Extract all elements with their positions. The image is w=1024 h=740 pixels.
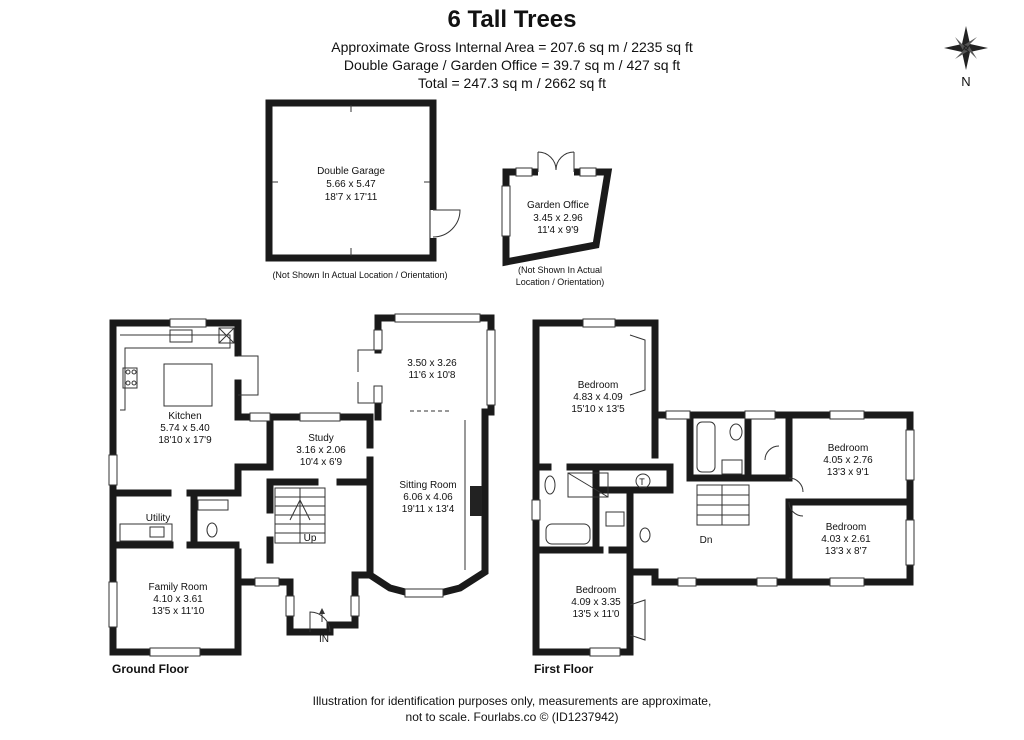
bedroom1-metric: 4.83 x 4.09 <box>573 392 623 403</box>
stairs-down-label: Dn <box>700 535 713 546</box>
garage-walls <box>265 99 461 262</box>
disclaimer-line1: Illustration for identification purposes… <box>312 694 712 708</box>
porch-window-left <box>285 595 295 617</box>
compass-rose-icon <box>944 26 988 70</box>
garage-note: (Not Shown In Actual Location / Orientat… <box>272 270 447 280</box>
office-metric: 3.45 x 2.96 <box>533 213 583 224</box>
garage-imperial: 18'7 x 17'11 <box>325 192 378 203</box>
sitting-room-metric: 6.06 x 4.06 <box>403 492 453 503</box>
garden-room-imperial: 11'6 x 10'8 <box>408 370 455 381</box>
bedroom3-imperial: 13'3 x 8'7 <box>825 546 868 557</box>
front-door-swing <box>309 611 331 633</box>
porch-window-right <box>350 595 360 617</box>
garage-metric: 5.66 x 5.47 <box>326 179 376 190</box>
stairs-up-label: Up <box>304 533 317 544</box>
office-name: Garden Office <box>527 200 590 211</box>
kitchen-name: Kitchen <box>168 411 201 422</box>
disclaimer: Illustration for identification purposes… <box>0 693 1024 725</box>
office-imperial: 11'4 x 9'9 <box>537 225 579 236</box>
family-room-imperial: 13'5 x 11'10 <box>152 606 205 617</box>
family-room-window <box>108 581 118 628</box>
bedroom1-name: Bedroom <box>578 380 619 391</box>
bedroom2-imperial: 13'3 x 9'1 <box>827 467 870 478</box>
total-area-text: Total = 247.3 sq m / 2662 sq ft <box>418 75 606 91</box>
bedroom2-name: Bedroom <box>828 443 869 454</box>
first-floor-label: First Floor <box>534 662 594 676</box>
sitting-room-imperial: 19'11 x 13'4 <box>402 504 455 515</box>
bedroom1-imperial: 15'10 x 13'5 <box>571 404 625 415</box>
family-room-metric: 4.10 x 3.61 <box>153 594 203 605</box>
entrance-arrow-icon <box>319 608 325 614</box>
first-floor-fittings <box>531 318 915 657</box>
kitchen-metric: 5.74 x 5.40 <box>160 423 210 434</box>
hall-window <box>254 577 280 587</box>
garden-room-metric: 3.50 x 3.26 <box>407 358 457 369</box>
first-floor-walls <box>532 319 914 656</box>
bedroom2-metric: 4.05 x 2.76 <box>823 455 873 466</box>
study-imperial: 10'4 x 6'9 <box>300 457 343 468</box>
ground-floor-label: Ground Floor <box>112 662 189 676</box>
utility-name: Utility <box>146 513 170 524</box>
garage-name: Double Garage <box>317 166 385 177</box>
bedroom4-name: Bedroom <box>576 585 617 596</box>
sitting-room-windows <box>357 313 496 598</box>
ground-stairs <box>274 487 326 544</box>
family-room-name: Family Room <box>149 582 208 593</box>
kitchen-imperial: 18'10 x 17'9 <box>158 435 212 446</box>
office-note-line2: Location / Orientation) <box>516 277 605 287</box>
sitting-room-name: Sitting Room <box>399 480 456 491</box>
outbuilding-area-text: Double Garage / Garden Office = 39.7 sq … <box>343 57 681 73</box>
disclaimer-line2: not to scale. Fourlabs.co © (ID1237942) <box>405 710 619 724</box>
bedroom4-metric: 4.09 x 3.35 <box>571 597 621 608</box>
entrance-label: IN <box>319 634 329 645</box>
garden-office-walls <box>501 151 613 267</box>
plan-title: 6 Tall Trees <box>447 6 577 33</box>
study-metric: 3.16 x 2.06 <box>296 445 346 456</box>
bedroom4-imperial: 13'5 x 11'0 <box>572 609 619 620</box>
gross-area-text: Approximate Gross Internal Area = 207.6 … <box>331 39 693 55</box>
bedroom3-name: Bedroom <box>826 522 867 533</box>
bedroom3-metric: 4.03 x 2.61 <box>821 534 871 545</box>
water-tank-label: T <box>639 477 645 487</box>
study-window <box>299 412 341 422</box>
family-room-window-rear <box>149 647 201 657</box>
kitchen-fittings <box>108 318 271 486</box>
study-name: Study <box>308 433 334 444</box>
utility-fittings <box>119 499 229 542</box>
compass-north-label: N <box>961 74 970 89</box>
office-note-line1: (Not Shown In Actual <box>518 265 602 275</box>
